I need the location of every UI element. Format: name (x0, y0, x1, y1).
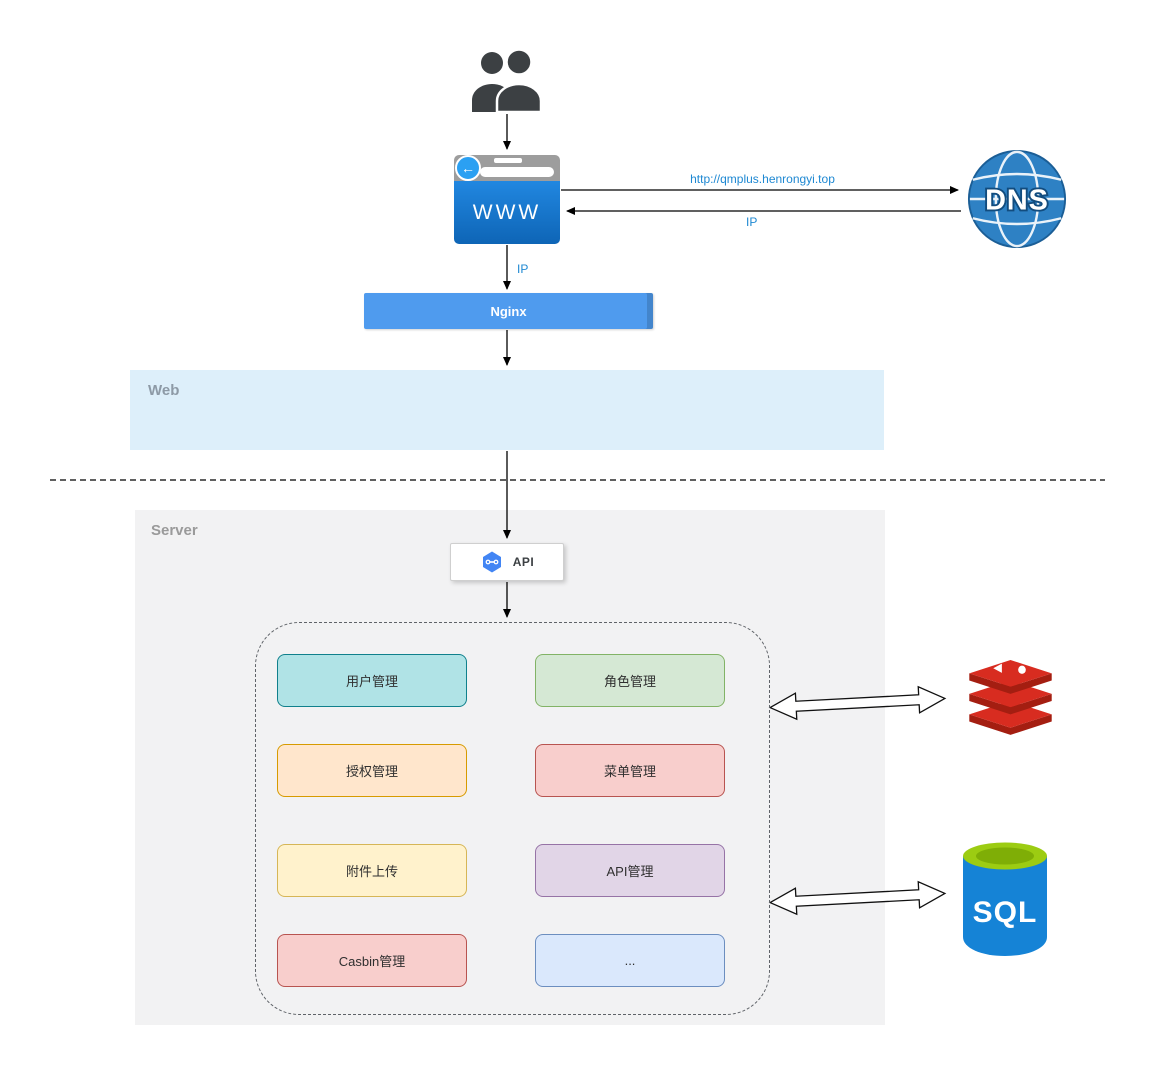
module-box: 角色管理 (535, 654, 725, 707)
api-hexagon-icon (480, 550, 504, 574)
double-arrow-sql (768, 880, 947, 916)
browser-node: ← WWW (454, 155, 560, 244)
back-arrow-icon: ← (455, 155, 481, 181)
api-label: API (512, 555, 535, 569)
sql-database-icon: SQL (955, 838, 1055, 958)
nginx-label: Nginx (490, 303, 527, 319)
server-zone: Server (135, 510, 885, 1025)
users-icon (467, 48, 547, 114)
module-box: 用户管理 (277, 654, 467, 707)
module-box: 菜单管理 (535, 744, 725, 797)
module-box: 授权管理 (277, 744, 467, 797)
edge-label-request-url: http://qmplus.henrongyi.top (690, 172, 835, 186)
browser-label: WWW (472, 200, 542, 224)
edge-label-client-ip: IP (517, 262, 529, 276)
server-zone-label: Server (151, 522, 198, 539)
dns-icon: DNS (967, 149, 1067, 249)
redis-icon (953, 660, 1068, 740)
edge-label-dns-ip: IP (746, 215, 758, 229)
api-node: API (450, 543, 564, 581)
browser-tab-pill (494, 158, 522, 163)
module-box: API管理 (535, 844, 725, 897)
module-label: ... (624, 953, 636, 968)
modules-container (255, 622, 770, 1015)
module-label: 附件上传 (345, 864, 398, 879)
web-zone-label: Web (148, 382, 180, 399)
module-label: 角色管理 (603, 674, 656, 689)
web-zone: Web (130, 370, 884, 450)
double-arrow-redis (768, 685, 947, 721)
module-box: ... (535, 934, 725, 987)
dns-label: DNS (985, 185, 1049, 217)
module-label: API管理 (606, 864, 654, 879)
browser-body: WWW (454, 181, 560, 244)
module-label: 菜单管理 (603, 764, 656, 779)
nginx-node: Nginx (364, 293, 653, 329)
browser-address-bar (480, 167, 554, 177)
module-label: Casbin管理 (338, 954, 406, 969)
sql-label: SQL (973, 896, 1038, 929)
module-box: 附件上传 (277, 844, 467, 897)
module-box: Casbin管理 (277, 934, 467, 987)
module-label: 授权管理 (345, 764, 398, 779)
module-label: 用户管理 (345, 674, 398, 689)
